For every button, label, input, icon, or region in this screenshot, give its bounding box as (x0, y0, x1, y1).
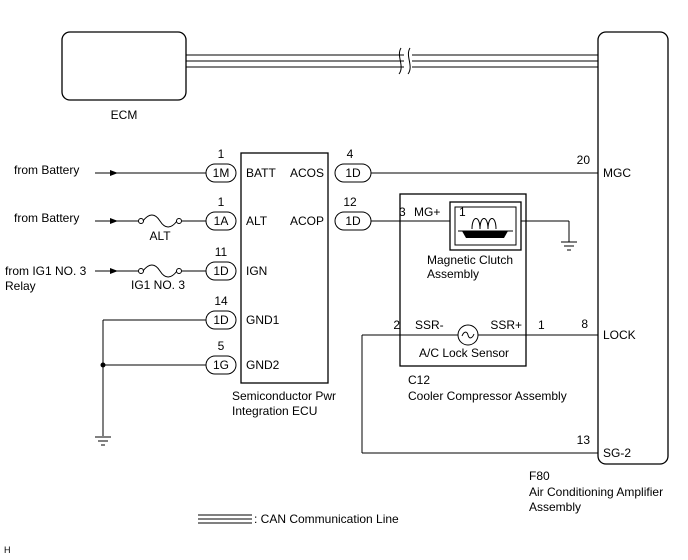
connector-1g-label: 1G (213, 358, 229, 372)
pin-label-batt: BATT (246, 166, 276, 180)
fuse-ig1-icon (138, 264, 182, 278)
corner-mark: H (4, 545, 11, 555)
pin-label-acos: ACOS (290, 166, 324, 180)
pin-number: 11 (215, 245, 228, 259)
pin-label-alt: ALT (246, 214, 268, 228)
connector-1d-gnd1-label: 1D (213, 313, 229, 327)
semiconductor-ecu-box (240, 152, 329, 384)
source-battery-2: from Battery (14, 211, 79, 225)
connector-1d-acop-label: 1D (345, 214, 361, 228)
pin-number: 1 (218, 195, 225, 209)
source-ig1-line1: from IG1 NO. 3 (5, 264, 87, 278)
ssr-plus-number: 1 (538, 318, 545, 332)
fuse-ig1-label: IG1 NO. 3 (131, 278, 185, 292)
semiconductor-ecu-name-2: Integration ECU (232, 404, 317, 418)
arrow-icon (110, 268, 118, 274)
lock-sensor-label: A/C Lock Sensor (419, 346, 509, 360)
connector-1d-gnd1: 1D (205, 310, 237, 330)
ecm-label: ECM (111, 108, 138, 122)
pin-label-acop: ACOP (290, 214, 324, 228)
ground-icon (561, 240, 577, 251)
pin-number: 1 (218, 147, 225, 161)
compressor-name: Cooler Compressor Assembly (408, 389, 567, 403)
arrow-icon (110, 218, 118, 224)
clutch-coil-icon (458, 218, 513, 238)
source-battery-1: from Battery (14, 163, 79, 177)
ecm-box (61, 31, 187, 101)
junction-dot (100, 362, 106, 368)
can-bus-lines (186, 47, 598, 75)
pin-number: 5 (218, 339, 225, 353)
fuse-alt-icon (138, 214, 182, 228)
lock-sensor-icon (457, 324, 479, 346)
ssr-plus-label: SSR+ (490, 318, 522, 332)
connector-1g: 1G (205, 355, 237, 375)
pin-number: 4 (347, 147, 354, 161)
connector-1d-acop: 1D (334, 211, 372, 231)
clutch-name-1: Magnetic Clutch (427, 253, 513, 267)
pin-number: 14 (214, 294, 228, 308)
ground-icon (95, 436, 111, 446)
connector-1m-label: 1M (213, 166, 230, 180)
magnetic-clutch-inner (454, 206, 517, 246)
ssr-minus-label: SSR- (415, 318, 444, 332)
ac-amplifier-box (597, 31, 669, 465)
source-ig1-line2: Relay (5, 279, 36, 293)
amplifier-name-1: Air Conditioning Amplifier (529, 485, 663, 499)
amp-pin-number: 8 (581, 317, 588, 331)
pin-label-gnd2: GND2 (246, 358, 280, 372)
pin-label-ign: IGN (246, 264, 267, 278)
amp-pin-number: 20 (577, 153, 591, 167)
clutch-pin-number-right: 1 (459, 205, 466, 219)
connector-1d-acos: 1D (334, 163, 372, 183)
clutch-pin-label: MG+ (414, 205, 440, 219)
clutch-pin-number-left: 3 (399, 205, 406, 219)
amp-pin-number: 13 (577, 433, 591, 447)
fuse-alt-label: ALT (149, 229, 171, 243)
amp-pin-label-sg2: SG-2 (603, 446, 631, 460)
amp-pin-label-lock: LOCK (603, 328, 636, 342)
arrow-icon (110, 170, 118, 176)
ssr-minus-number: 2 (393, 318, 400, 332)
connector-1d-ign: 1D (205, 261, 237, 281)
amp-pin-label-mgc: MGC (603, 166, 631, 180)
semiconductor-ecu-name-1: Semiconductor Pwr (232, 389, 336, 403)
connector-1d-acos-label: 1D (345, 166, 361, 180)
pin-label-gnd1: GND1 (246, 313, 280, 327)
legend-can-line-icon (198, 514, 252, 524)
connector-1a-label: 1A (214, 214, 229, 228)
pin-number: 12 (343, 195, 357, 209)
amplifier-name-2: Assembly (529, 500, 581, 514)
clutch-name-2: Assembly (427, 267, 479, 281)
connector-1a: 1A (205, 211, 237, 231)
connector-1d-ign-label: 1D (213, 264, 229, 278)
legend-can-line-label: : CAN Communication Line (254, 512, 399, 526)
compressor-code: C12 (408, 373, 430, 387)
amplifier-code: F80 (529, 469, 550, 483)
connector-1m: 1M (205, 163, 237, 183)
